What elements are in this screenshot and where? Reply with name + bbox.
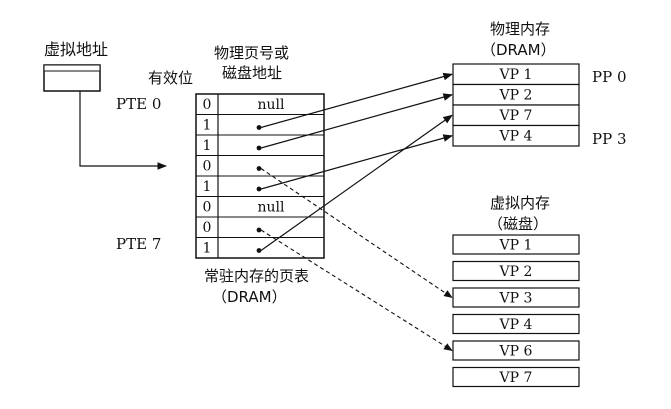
pp0-label: PP 0 [592, 68, 627, 86]
pte-valid-bit: 0 [203, 200, 212, 216]
resident-page-arrow [260, 72, 453, 129]
disk-page-cell [452, 313, 580, 335]
physical-page-label: VP 4 [499, 129, 533, 145]
disk-page-cell [452, 287, 580, 308]
pte-valid-bit: 0 [203, 220, 212, 236]
resident-page-arrow [260, 93, 453, 149]
pte7-label: PTE 7 [116, 235, 161, 253]
resident-page-arrow [260, 134, 453, 190]
disk-page-cell [452, 366, 580, 388]
virtual-memory-label-line1: 虚拟内存 [490, 194, 550, 212]
pte-valid-bit: 1 [203, 179, 212, 195]
pte-pointer-dot [256, 125, 262, 130]
physical-page-label: VP 2 [499, 88, 533, 104]
pp3-label: PP 3 [592, 130, 627, 148]
disk-page-label: VP 3 [499, 291, 533, 307]
physical-memory: VP 1 VP 2 VP 7 VP 4 [452, 63, 580, 147]
disk-page-arrow [260, 168, 453, 298]
page-table-caption-line1: 常驻内存的页表 [204, 267, 309, 285]
disk-page-label: VP 4 [499, 317, 533, 333]
page-table: 0 null 1 1 0 1 0 null 0 1 [195, 93, 325, 259]
pte-valid-bit: 1 [203, 118, 212, 134]
physical-memory-label-line1: 物理内存 [490, 20, 550, 38]
resident-page-arrow [260, 114, 453, 251]
ppn-or-disk-label-line2: 磁盘地址 [222, 64, 282, 82]
physical-memory-label-line2: （DRAM） [481, 41, 556, 59]
pte-valid-bit: 1 [203, 241, 212, 257]
virtual-address-box-top [43, 64, 101, 72]
disk-page-label: VP 7 [499, 370, 533, 386]
disk-page-cell [452, 234, 580, 255]
pte-null-entry: null [258, 200, 286, 216]
page-table-mappings [260, 72, 453, 351]
page-table-caption-line2: （DRAM） [212, 288, 287, 306]
ppn-or-disk-label-line1: 物理页号或 [214, 44, 289, 62]
pte-pointer-dot [256, 186, 262, 192]
pte-pointer-dot [256, 227, 262, 233]
disk-page-cell [452, 260, 580, 282]
physical-page-label: VP 7 [499, 108, 533, 124]
pte0-label: PTE 0 [116, 95, 161, 113]
pte-null-entry: null [258, 97, 286, 113]
virtual-memory-label-line2: （磁盘） [488, 215, 548, 233]
virtual-address-label: 虚拟地址 [44, 40, 108, 59]
valid-bit-label: 有效位 [148, 69, 193, 87]
pte-pointer-dot [256, 166, 262, 171]
pte-pointer-dot [256, 248, 262, 253]
physical-page-label: VP 1 [499, 67, 533, 83]
pte-valid-bit: 1 [203, 138, 212, 154]
physical-page-cell [452, 124, 580, 147]
disk-page-label: VP 1 [499, 238, 533, 254]
disk-page-label: VP 6 [499, 344, 533, 360]
pte-valid-bit: 0 [203, 159, 212, 175]
disk-page-label: VP 2 [499, 264, 533, 280]
disk-page-cell [452, 340, 580, 361]
virtual-memory: VP 1 VP 2 VP 3 VP 4 VP 6 VP 7 [452, 234, 580, 388]
virtual-address-arrow [79, 91, 167, 170]
pte-valid-bit: 0 [203, 97, 212, 113]
disk-page-arrow [260, 229, 453, 351]
pte-pointer-dot [256, 145, 262, 151]
